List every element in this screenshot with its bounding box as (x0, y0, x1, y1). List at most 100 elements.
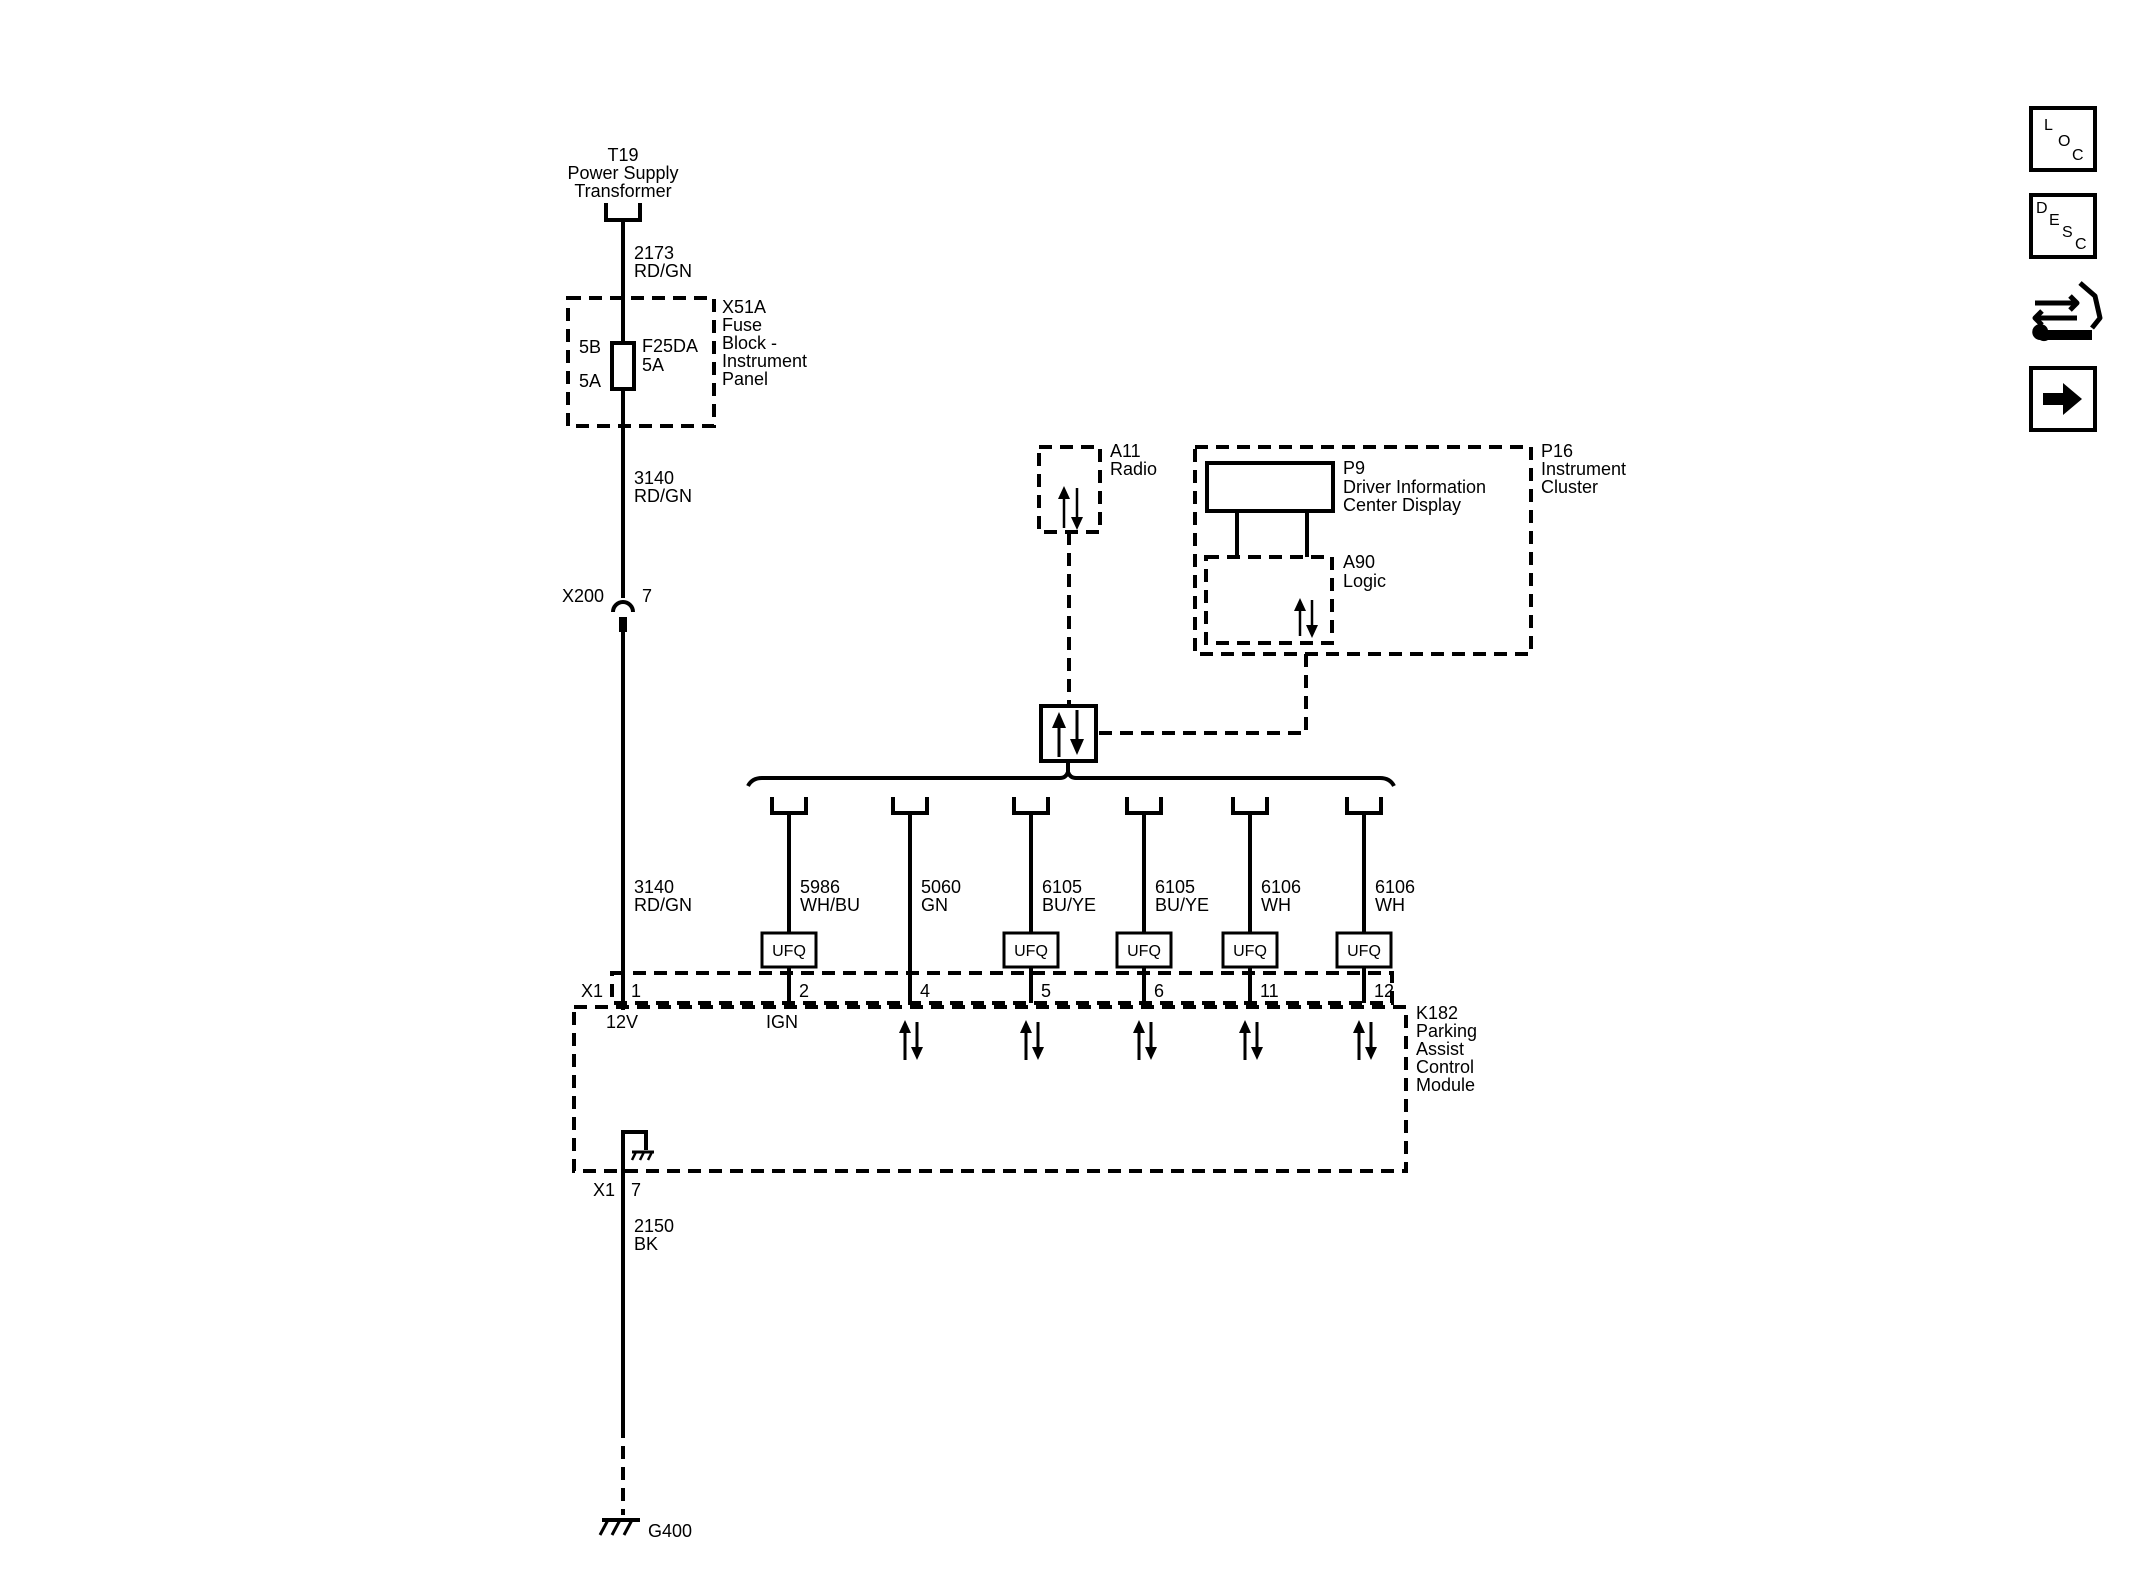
arrow-right-icon (2043, 383, 2082, 415)
pin-label: 5 (1041, 981, 1051, 1001)
module-data-arrows-icon (1353, 1020, 1377, 1060)
branch-color: WH (1375, 895, 1405, 915)
a11-id: A11 (1110, 441, 1141, 461)
desc-d: D (2036, 200, 2048, 217)
branch-color: GN (921, 895, 948, 915)
ufq-box (1335, 931, 1393, 969)
fuse-f25da (610, 341, 636, 391)
branch-color: WH (1261, 895, 1291, 915)
connector-repair-icon[interactable] (2032, 281, 2103, 342)
cluster-bus-link (1099, 654, 1308, 735)
t19-line2: Power Supply (567, 163, 678, 183)
p16-line3: Cluster (1541, 477, 1598, 497)
p9-line2: Driver Information (1343, 477, 1486, 497)
loc-c: C (2072, 147, 2084, 164)
x1-top-label: X1 (581, 981, 603, 1001)
branch-group: 5986WH/BUUFQ25060GN46105BU/YEUFQ56105BU/… (760, 797, 1415, 1060)
ufq-label: UFQ (772, 943, 806, 960)
module-data-arrows-icon (1133, 1020, 1157, 1060)
wire-3140b-color: RD/GN (634, 895, 692, 915)
p16-id: P16 (1541, 441, 1573, 461)
k182-line3: Assist (1416, 1039, 1464, 1059)
p9-display (1205, 461, 1335, 513)
wire-2150-color: BK (634, 1234, 658, 1254)
branch-terminal (770, 797, 808, 815)
desc-c: C (2075, 236, 2087, 253)
ufq-label: UFQ (1127, 943, 1161, 960)
ufq-box (1115, 931, 1173, 969)
desc-button[interactable]: D E S C (2029, 193, 2097, 259)
wire-3140a-color: RD/GN (634, 486, 692, 506)
k182-module (572, 1005, 1408, 1173)
ufq-label: UFQ (1014, 943, 1048, 960)
branch-color: BU/YE (1042, 895, 1096, 915)
x1-connector (610, 971, 1394, 1005)
fuse-name: F25DA (642, 336, 698, 356)
p9-id: P9 (1343, 458, 1365, 478)
wire-3140a-circuit: 3140 (634, 468, 674, 488)
wire-2173-color: RD/GN (634, 261, 692, 281)
ground-pin-label: 7 (631, 1180, 641, 1200)
module-data-arrows-icon (899, 1020, 923, 1060)
pin-12v-label: 12V (606, 1012, 638, 1032)
branch-circuit: 6106 (1261, 877, 1301, 897)
k182-line5: Module (1416, 1075, 1475, 1095)
branch-terminal (1231, 797, 1269, 815)
a90-id: A90 (1343, 552, 1375, 572)
p9-line3: Center Display (1343, 495, 1461, 515)
a90-name: Logic (1343, 571, 1386, 591)
p16-instrument-cluster (1193, 445, 1533, 656)
pin-1-label: 1 (631, 981, 641, 1001)
module-data-arrows-icon (1239, 1020, 1263, 1060)
splice-data-arrows-icon (1052, 710, 1084, 757)
branch-terminal (1345, 797, 1383, 815)
serial-data-splice (1039, 704, 1098, 763)
branch-circuit: 6106 (1375, 877, 1415, 897)
p16-line2: Instrument (1541, 459, 1626, 479)
x1-bottom-label: X1 (593, 1180, 615, 1200)
ufq-box (1002, 931, 1060, 969)
k182-line2: Parking (1416, 1021, 1477, 1041)
branch-color: WH/BU (800, 895, 860, 915)
pin-label: 6 (1154, 981, 1164, 1001)
branch-circuit: 5060 (921, 877, 961, 897)
branch-terminal (891, 797, 929, 815)
t19-terminal (604, 203, 642, 222)
branch-terminal (1012, 797, 1050, 815)
wire-3140b-circuit: 3140 (634, 877, 674, 897)
x200-connector-female (611, 600, 635, 613)
a11-data-arrows-icon (1058, 486, 1083, 530)
k182-line4: Control (1416, 1057, 1474, 1077)
next-page-button[interactable] (2029, 366, 2097, 432)
pin-ign-label: IGN (766, 1012, 798, 1032)
branch-terminal (1125, 797, 1163, 815)
branch-color: BU/YE (1155, 895, 1209, 915)
ufq-box (1221, 931, 1279, 969)
k182-internal-ground-wire (621, 1130, 648, 1180)
pin-label: 12 (1374, 981, 1394, 1001)
loc-button[interactable]: L O C (2029, 106, 2097, 172)
x200-connector-male (619, 617, 627, 632)
loc-o: O (2058, 133, 2070, 150)
wire-2150-circuit: 2150 (634, 1216, 674, 1236)
ufq-box (760, 931, 818, 969)
desc-s: S (2062, 224, 2073, 241)
pin-label: 2 (799, 981, 809, 1001)
fuse-pin-out: 5A (579, 371, 601, 391)
a90-data-arrows-icon (1294, 598, 1318, 638)
module-data-arrows-icon (1020, 1020, 1044, 1060)
g400-ground-icon (598, 1518, 640, 1536)
loc-l: L (2044, 117, 2053, 134)
x200-pin: 7 (642, 586, 652, 606)
branch-circuit: 6105 (1155, 877, 1195, 897)
ufq-label: UFQ (1233, 943, 1267, 960)
wire-2173-circuit: 2173 (634, 243, 674, 263)
fuse-rating: 5A (642, 355, 664, 375)
a90-logic (1204, 555, 1334, 645)
fuse-pin-in: 5B (579, 337, 601, 357)
x51a-line3: Block - (722, 333, 777, 353)
